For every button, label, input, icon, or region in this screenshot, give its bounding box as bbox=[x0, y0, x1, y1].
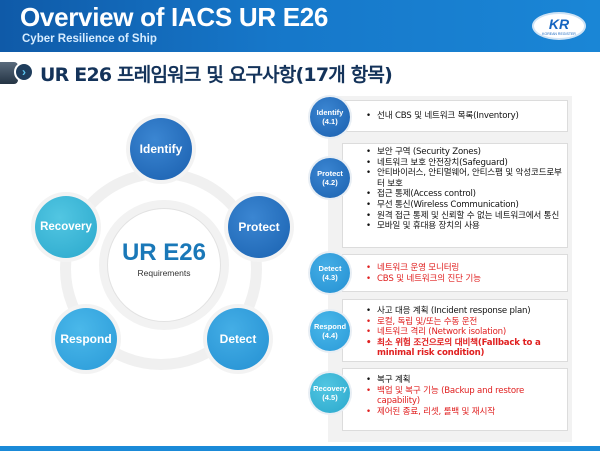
list-item: 복구 계획 bbox=[363, 375, 563, 386]
badge-identify: Identify (4.1) bbox=[310, 97, 350, 137]
badge-code: (4.3) bbox=[322, 273, 338, 282]
badge-code: (4.4) bbox=[322, 331, 338, 340]
badge-code: (4.2) bbox=[322, 178, 338, 187]
badge-code: (4.5) bbox=[322, 393, 338, 402]
list-item: 모바일 및 휴대용 장치의 사용 bbox=[363, 221, 563, 232]
node-respond: Respond bbox=[55, 308, 117, 370]
chevron-right-icon: › bbox=[14, 62, 34, 82]
framework-diagram: UR E26 Requirements Identify Protect Det… bbox=[0, 100, 300, 400]
node-detect: Detect bbox=[207, 308, 269, 370]
node-identify: Identify bbox=[130, 118, 192, 180]
badge-label: Respond bbox=[313, 322, 347, 331]
badge-label: Identify bbox=[316, 108, 344, 117]
detect-list: 네트워크 운영 모니터링 CBS 및 네트워크의 진단 기능 bbox=[363, 263, 481, 284]
badge-label: Recovery bbox=[313, 384, 347, 393]
section-bar-decoration bbox=[0, 62, 18, 84]
category-box-identify: 선내 CBS 및 네트워크 목록(Inventory) bbox=[342, 100, 568, 132]
list-item: 무선 통신(Wireless Communication) bbox=[363, 200, 563, 211]
respond-list: 사고 대응 계획 (Incident response plan) 로컬, 독립… bbox=[363, 306, 563, 359]
list-item: 로컬, 독립 및/또는 수동 운전 bbox=[363, 317, 563, 328]
list-item: 네트워크 보호 안전장치(Safeguard) bbox=[363, 158, 563, 169]
category-box-detect: 네트워크 운영 모니터링 CBS 및 네트워크의 진단 기능 bbox=[342, 254, 568, 292]
badge-label: Detect bbox=[318, 264, 342, 273]
list-item: CBS 및 네트워크의 진단 기능 bbox=[363, 274, 481, 285]
badge-protect: Protect (4.2) bbox=[310, 158, 350, 198]
list-item: 선내 CBS 및 네트워크 목록(Inventory) bbox=[363, 111, 519, 122]
list-item: 최소 위험 조건으로의 대비책(Fallback to a minimal ri… bbox=[363, 338, 563, 359]
badge-recovery: Recovery (4.5) bbox=[310, 373, 350, 413]
node-protect: Protect bbox=[228, 196, 290, 258]
list-item: 네트워크 운영 모니터링 bbox=[363, 263, 481, 274]
list-item: 네트워크 격리 (Network isolation) bbox=[363, 327, 563, 338]
badge-respond: Respond (4.4) bbox=[310, 311, 350, 351]
header-banner: Overview of IACS UR E26 Cyber Resilience… bbox=[0, 0, 600, 52]
list-item: 제어된 종료, 리셋, 롤백 및 재시작 bbox=[363, 407, 563, 418]
kr-logo: KR KOREAN REGISTER bbox=[532, 12, 586, 40]
logo-text: KR bbox=[548, 16, 570, 32]
list-item: 보안 구역 (Security Zones) bbox=[363, 147, 563, 158]
page-subtitle: Cyber Resilience of Ship bbox=[22, 33, 157, 45]
page-title: Overview of IACS UR E26 bbox=[20, 2, 329, 32]
category-box-respond: 사고 대응 계획 (Incident response plan) 로컬, 독립… bbox=[342, 299, 568, 362]
badge-code: (4.1) bbox=[322, 117, 338, 126]
logo-subtext: KOREAN REGISTER bbox=[542, 32, 576, 36]
list-item: 원격 접근 통제 및 신뢰할 수 없는 네트워크에서 통신 bbox=[363, 211, 563, 222]
node-recovery: Recovery bbox=[35, 196, 97, 258]
center-subtitle: Requirements bbox=[137, 268, 191, 278]
list-item: 안티바이러스, 안티멀웨어, 안티스팸 및 악성코드로부터 보호 bbox=[363, 168, 563, 189]
center-title: UR E26 bbox=[121, 239, 207, 266]
diagram-center: UR E26 Requirements bbox=[107, 208, 221, 322]
footer-bar bbox=[0, 446, 600, 451]
protect-list: 보안 구역 (Security Zones) 네트워크 보호 안전장치(Safe… bbox=[363, 147, 563, 232]
section-title: UR E26 프레임워크 및 요구사항(17개 항목) bbox=[40, 64, 393, 86]
category-box-protect: 보안 구역 (Security Zones) 네트워크 보호 안전장치(Safe… bbox=[342, 143, 568, 248]
category-box-recovery: 복구 계획 백업 및 복구 기능 (Backup and restore cap… bbox=[342, 368, 568, 431]
list-item: 사고 대응 계획 (Incident response plan) bbox=[363, 306, 563, 317]
identify-list: 선내 CBS 및 네트워크 목록(Inventory) bbox=[363, 111, 519, 122]
list-item: 백업 및 복구 기능 (Backup and restore capabilit… bbox=[363, 386, 563, 407]
list-item: 접근 통제(Access control) bbox=[363, 189, 563, 200]
badge-detect: Detect (4.3) bbox=[310, 253, 350, 293]
badge-label: Protect bbox=[317, 169, 343, 178]
recovery-list: 복구 계획 백업 및 복구 기능 (Backup and restore cap… bbox=[363, 375, 563, 417]
